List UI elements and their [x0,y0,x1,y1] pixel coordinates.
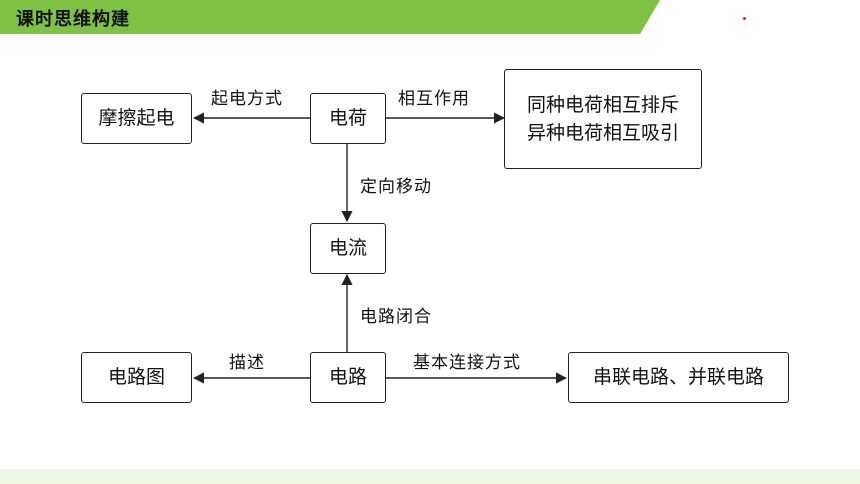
node-series-parallel: 串联电路、并联电路 [568,352,789,403]
footer-band [0,469,860,484]
label-charge-to-friction: 起电方式 [211,89,283,109]
node-charge: 电荷 [310,93,386,144]
header-band [0,0,660,34]
header-band-shape [0,0,660,34]
node-circuit-diagram: 电路图 [81,352,192,403]
interaction-line-attract: 异种电荷相互吸引 [526,122,679,144]
label-circuit-to-connections: 基本连接方式 [413,353,521,373]
interaction-line-repel: 同种电荷相互排斥 [526,93,679,116]
node-circuit: 电路 [310,352,386,403]
page-title: 课时思维构建 [16,9,130,30]
red-dot-marker [743,17,746,20]
node-friction-electrification: 摩擦起电 [81,93,192,144]
label-charge-to-interaction: 相互作用 [398,89,470,109]
label-circuit-to-diagram: 描述 [229,353,265,373]
label-charge-to-current: 定向移动 [360,177,432,197]
node-charge-interaction: 同种电荷相互排斥 异种电荷相互吸引 [504,69,702,169]
node-current: 电流 [310,223,386,274]
label-circuit-to-current: 电路闭合 [360,307,432,327]
